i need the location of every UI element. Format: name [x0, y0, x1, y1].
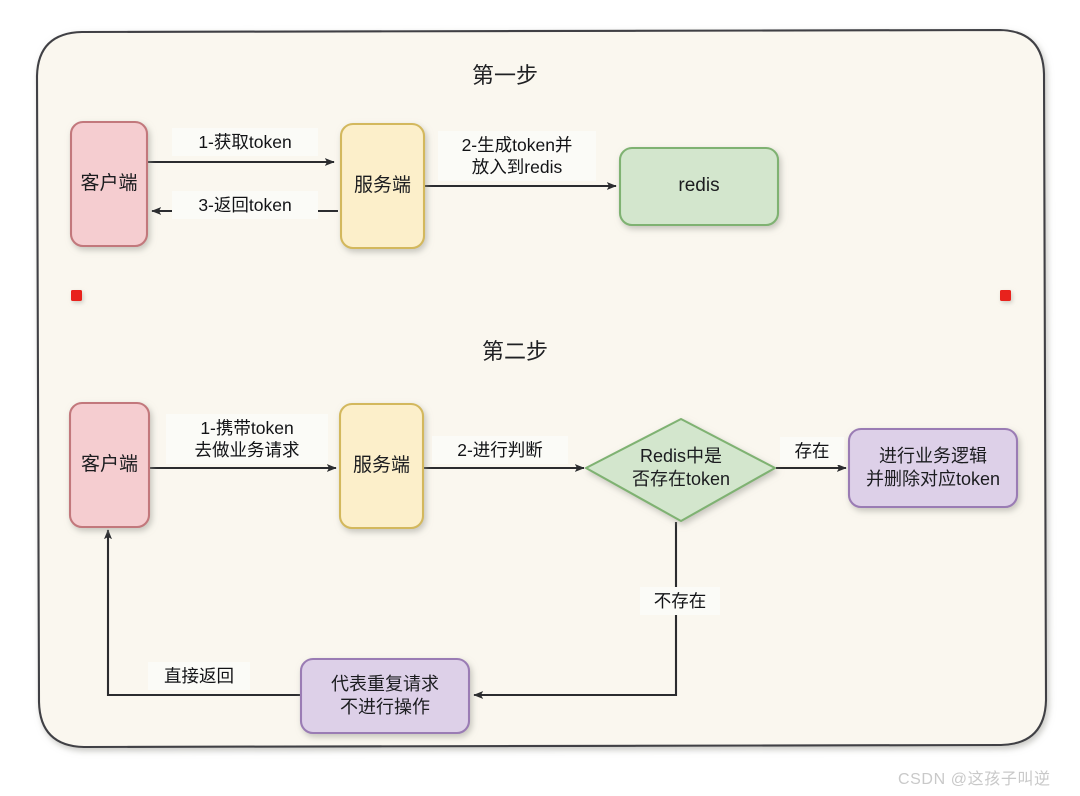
edge-label-do-judge: 2-进行判断	[432, 436, 568, 464]
node-label-server-step1: 服务端	[353, 174, 411, 196]
edge-label-direct-return: 直接返回	[148, 662, 250, 690]
edge-label-exists: 存在	[780, 437, 844, 465]
csdn-watermark: CSDN @这孩子叫逆	[898, 771, 1051, 788]
edge-label-store-redis: 2-生成token并 放入到redis	[438, 131, 596, 181]
node-label-business-logic: 进行业务逻辑 并删除对应token	[865, 445, 1001, 489]
node-server-step2	[338, 402, 425, 530]
step-one-title: 第一步	[471, 62, 538, 88]
edge-direct-return	[104, 529, 300, 697]
node-label-duplicate-request: 代表重复请求 不进行操作	[331, 673, 439, 717]
node-redis-step1	[618, 146, 780, 227]
node-label-server-step2: 服务端	[352, 454, 410, 476]
node-business-logic	[847, 427, 1019, 509]
node-duplicate-request	[299, 657, 471, 735]
edge-label-get-token: 1-获取token	[172, 128, 318, 156]
edge-label-not-exists: 不存在	[640, 587, 720, 615]
node-label-client-step1: 客户端	[80, 172, 138, 194]
step-two-title: 第二步	[481, 338, 548, 364]
edge-not-exists	[473, 522, 678, 699]
node-server-step1	[339, 122, 426, 250]
edge-label-carry-token: 1-携带token 去做业务请求	[166, 414, 328, 464]
node-label-decision: Redis中是 否存在token	[631, 445, 731, 489]
node-client-step2	[68, 401, 151, 529]
edge-label-return-token: 3-返回token	[172, 191, 318, 219]
node-client-step1	[69, 120, 149, 248]
node-label-client-step2: 客户端	[80, 453, 138, 475]
node-label-redis-step1: redis	[678, 175, 720, 197]
node-decision-redis-token	[584, 417, 777, 523]
step2-edges	[104, 464, 847, 699]
section-divider	[71, 290, 1011, 301]
